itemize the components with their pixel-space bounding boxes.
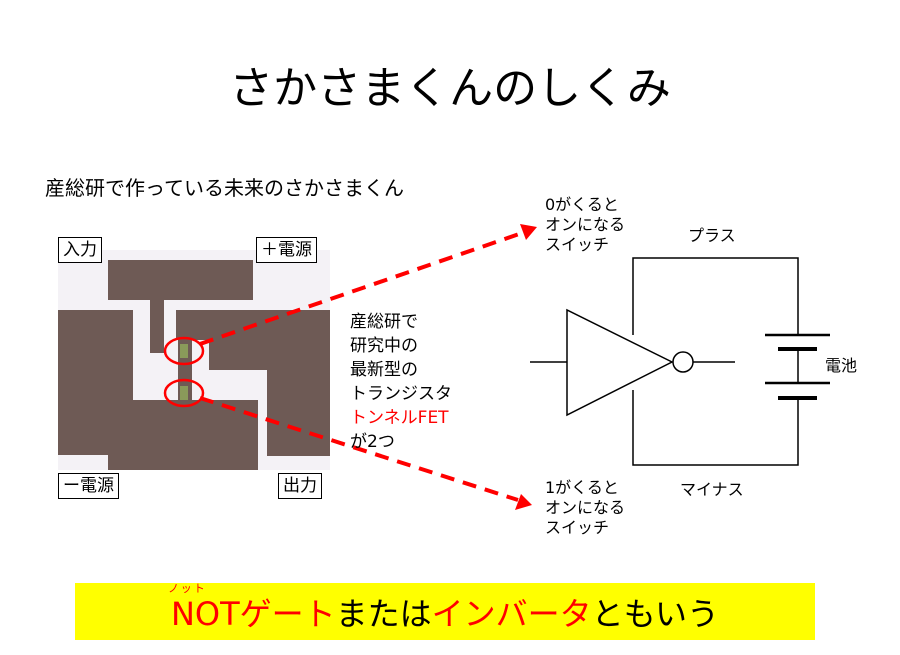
switch-line: オンになる [545, 498, 626, 517]
switch-bottom-text: 1がくると オンになる スイッチ [545, 478, 625, 538]
banner-inverter: インバータ [431, 595, 592, 633]
desc-line: が2つ [350, 432, 395, 452]
label-input: 入力 [58, 237, 102, 263]
desc-line: トランジスタ [350, 384, 452, 404]
inverter-triangle [566, 308, 674, 417]
switch-line: スイッチ [545, 235, 610, 254]
battery-label: 電池 [825, 356, 858, 375]
switch-line: スイッチ [545, 518, 610, 537]
switch-line: 1がくると [545, 478, 619, 497]
transistor-description: 産総研で 研究中の 最新型の トランジスタ トンネルFET が2つ [350, 310, 452, 454]
label-plus-power: ＋電源 [256, 237, 317, 263]
summary-banner: NOTゲートまたはインバータともいう [75, 583, 815, 640]
subtitle: 産総研で作っている未来のさかさまくん [45, 176, 404, 200]
inverter-bubble [672, 351, 694, 373]
label-output: 出力 [278, 473, 322, 499]
switch-line: オンになる [545, 215, 626, 234]
arrowhead-bottom [515, 494, 532, 510]
desc-highlight: トンネルFET [350, 408, 449, 428]
chip-photo [58, 250, 330, 470]
minus-label: マイナス [680, 480, 744, 499]
desc-line: 産総研で [350, 312, 418, 332]
switch-top-text: 0がくると オンになる スイッチ [545, 195, 625, 255]
banner-text: または [335, 595, 432, 633]
arrow-bottom [199, 396, 519, 502]
plus-label: プラス [688, 226, 736, 245]
desc-line: 研究中の [350, 336, 418, 356]
banner-text: ともいう [591, 595, 720, 633]
banner-not-gate: NOTゲート [170, 595, 336, 633]
desc-line: 最新型の [350, 360, 418, 380]
switch-line: 0がくると [545, 195, 619, 214]
arrowhead-top [520, 224, 537, 240]
inverter-circuit [530, 257, 830, 466]
transistor-highlight-bottom [163, 378, 205, 408]
label-minus-power: ー電源 [58, 473, 119, 499]
slide-title: さかさまくんのしくみ [229, 63, 671, 114]
banner-ruby: ノット [168, 582, 207, 595]
transistor-highlight-top [163, 336, 205, 366]
arrow-top [199, 230, 526, 346]
